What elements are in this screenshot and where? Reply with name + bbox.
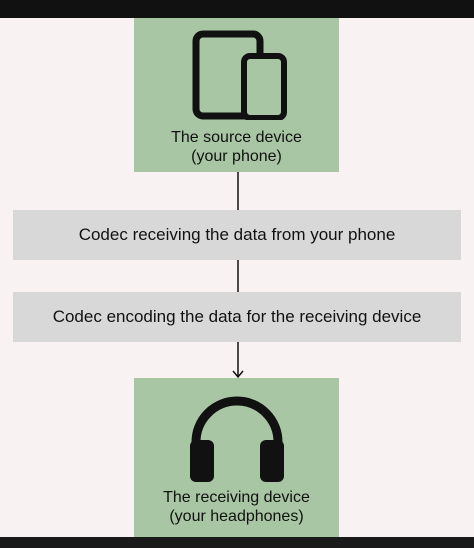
connector-source-to-step1 bbox=[237, 172, 239, 210]
source-device-title: The source device bbox=[171, 129, 302, 146]
receiving-device-node: The receiving device (your headphones) bbox=[134, 378, 339, 537]
connector-step1-to-step2 bbox=[237, 260, 239, 292]
receiving-device-subtitle: (your headphones) bbox=[169, 508, 304, 525]
headphones-icon bbox=[190, 396, 284, 482]
source-device-node: The source device (your phone) bbox=[134, 18, 339, 172]
step-codec-receiving-label: Codec receiving the data from your phone bbox=[78, 225, 396, 244]
tablet-and-phone-icon bbox=[192, 30, 287, 120]
receiving-device-label: The receiving device (your headphones) bbox=[134, 488, 339, 526]
bottom-border bbox=[0, 537, 474, 548]
step-codec-receiving: Codec receiving the data from your phone bbox=[13, 210, 461, 260]
receiving-device-title: The receiving device bbox=[163, 489, 310, 506]
top-border bbox=[0, 0, 474, 18]
source-device-label: The source device (your phone) bbox=[134, 128, 339, 166]
step-codec-encoding-label: Codec encoding the data for the receivin… bbox=[52, 307, 422, 326]
source-device-subtitle: (your phone) bbox=[191, 148, 282, 165]
step-codec-encoding: Codec encoding the data for the receivin… bbox=[13, 292, 461, 342]
arrow-step2-to-receiver bbox=[232, 342, 244, 379]
